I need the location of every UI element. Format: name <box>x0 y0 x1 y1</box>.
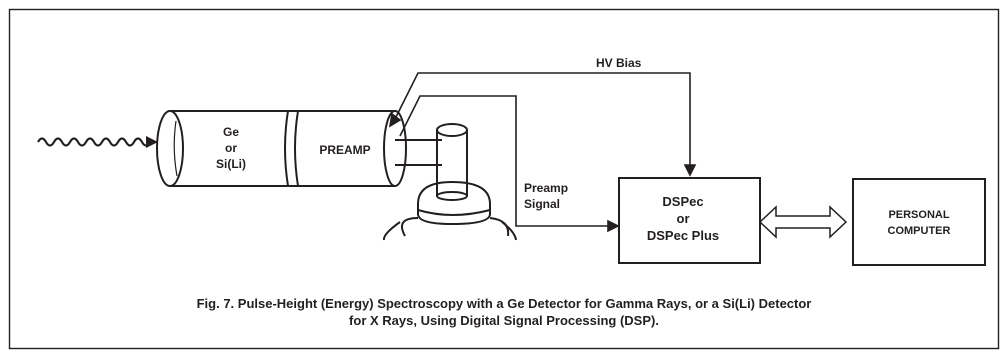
bidirectional-arrow <box>758 205 848 239</box>
dspec-label-line-3: DSPec Plus <box>647 228 719 243</box>
dspec-label-line-1: DSPec <box>662 194 703 209</box>
detector-label-line-1: Ge <box>223 125 239 139</box>
preamp-signal-label-line-2: Signal <box>524 197 560 211</box>
detector-cylinder <box>156 110 288 187</box>
detector-label-line-2: or <box>225 141 237 155</box>
caption-line-1: Fig. 7. Pulse-Height (Energy) Spectrosco… <box>196 296 812 311</box>
dewar <box>382 123 517 241</box>
figure-frame <box>8 8 1000 350</box>
hv-bias-label: HV Bias <box>596 56 642 70</box>
preamp-body <box>284 110 407 187</box>
dspec-label-line-2: or <box>677 211 690 226</box>
computer-label-line-2: COMPUTER <box>888 225 951 237</box>
detector-label-line-3: Si(Li) <box>216 157 246 171</box>
radiation-wave-arrow <box>37 136 158 148</box>
dspec-box <box>618 177 761 264</box>
caption-line-2: for X Rays, Using Digital Signal Process… <box>349 313 659 328</box>
computer-box <box>852 178 986 266</box>
preamp-signal-line <box>399 95 620 233</box>
computer-label-line-1: PERSONAL <box>888 209 949 221</box>
preamp-label: PREAMP <box>319 143 370 157</box>
hv-bias-line <box>388 72 697 177</box>
preamp-signal-label-line-1: Preamp <box>524 181 568 195</box>
